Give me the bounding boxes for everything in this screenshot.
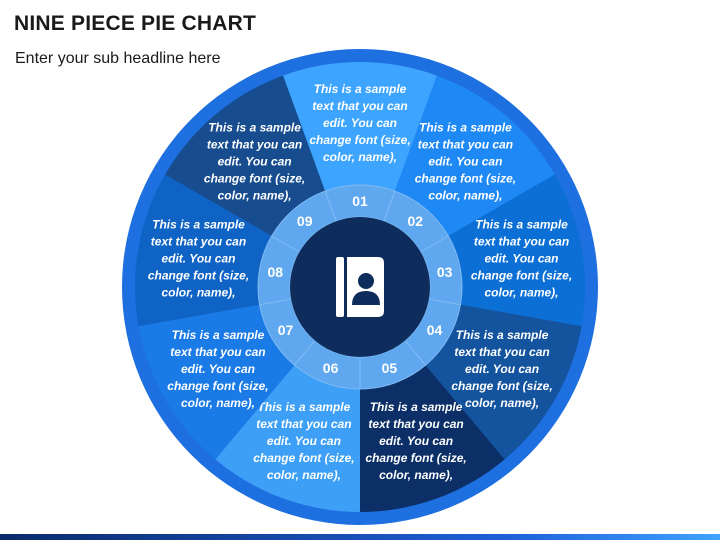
segment-text-03: This is a sample text that you can edit. Y… bbox=[471, 218, 572, 300]
segment-text-01: This is a sample text that you can edit. Y… bbox=[309, 82, 410, 164]
segment-text-line: change font (size, bbox=[204, 171, 305, 185]
segment-text-line: edit. You can bbox=[267, 434, 341, 448]
segment-text-line: text that you can bbox=[368, 417, 463, 431]
segment-text-line: This is a sample bbox=[258, 400, 351, 414]
segment-number-02: 02 bbox=[407, 213, 423, 229]
segment-text-line: This is a sample bbox=[208, 120, 301, 134]
segment-text-line: color, name), bbox=[379, 468, 453, 482]
segment-text-09: This is a sample text that you can edit. Y… bbox=[204, 120, 305, 202]
segment-text-line: edit. You can bbox=[379, 434, 453, 448]
segment-text-line: text that you can bbox=[170, 345, 265, 359]
page-title: NINE PIECE PIE CHART bbox=[14, 12, 257, 35]
segment-text-line: change font (size, bbox=[309, 133, 410, 147]
segment-text-line: color, name), bbox=[161, 286, 235, 300]
segment-04 bbox=[424, 304, 582, 460]
segment-05 bbox=[360, 363, 505, 512]
segment-text-line: text that you can bbox=[256, 417, 351, 431]
segment-text-02: This is a sample text that you can edit. Y… bbox=[415, 120, 516, 202]
contact-book-icon bbox=[336, 257, 384, 317]
segment-number-01: 01 bbox=[352, 193, 368, 209]
segment-text-line: color, name), bbox=[323, 150, 397, 164]
segment-text-line: edit. You can bbox=[465, 362, 539, 376]
segment-number-05: 05 bbox=[382, 360, 398, 376]
segment-number-03: 03 bbox=[437, 264, 453, 280]
segment-number-09: 09 bbox=[297, 213, 313, 229]
segment-text-line: color, name), bbox=[267, 468, 341, 482]
segment-text-line: change font (size, bbox=[451, 379, 552, 393]
segment-text-04: This is a sample text that you can edit. Y… bbox=[451, 328, 552, 410]
segment-number-04: 04 bbox=[427, 322, 443, 338]
page-subtitle: Enter your sub headline here bbox=[15, 50, 221, 67]
segment-text-line: change font (size, bbox=[415, 171, 516, 185]
segment-text-line: edit. You can bbox=[485, 252, 559, 266]
segment-number-07: 07 bbox=[278, 322, 294, 338]
segment-text-line: edit. You can bbox=[161, 252, 235, 266]
segment-text-line: This is a sample bbox=[419, 120, 512, 134]
segment-text-line: This is a sample bbox=[475, 218, 568, 232]
segment-text-08: This is a sample text that you can edit. Y… bbox=[148, 218, 249, 300]
segment-text-07: This is a sample text that you can edit. Y… bbox=[167, 328, 268, 410]
segment-text-line: edit. You can bbox=[218, 154, 292, 168]
segment-text-line: This is a sample bbox=[456, 328, 549, 342]
segment-text-05: This is a sample text that you can edit. Y… bbox=[365, 400, 466, 482]
segment-text-line: color, name), bbox=[218, 188, 292, 202]
segment-02 bbox=[394, 75, 555, 238]
segment-text-06: This is a sample text that you can edit. Y… bbox=[253, 400, 354, 482]
segment-text-line: text that you can bbox=[474, 235, 569, 249]
segment-08 bbox=[135, 174, 274, 327]
inner-ring-group: 01 02 03 04 05 06 07 08 09 bbox=[257, 184, 463, 390]
segment-text-line: edit. You can bbox=[181, 362, 255, 376]
segment-03 bbox=[446, 174, 585, 327]
segment-text-line: color, name), bbox=[181, 396, 255, 410]
segment-text-line: change font (size, bbox=[148, 269, 249, 283]
segment-text-line: edit. You can bbox=[323, 116, 397, 130]
segment-text-line: text that you can bbox=[151, 235, 246, 249]
segment-text-line: text that you can bbox=[207, 137, 302, 151]
segment-06 bbox=[215, 363, 360, 512]
segment-text-line: text that you can bbox=[418, 137, 513, 151]
segment-text-line: change font (size, bbox=[167, 379, 268, 393]
segment-text-line: change font (size, bbox=[471, 269, 572, 283]
segment-01 bbox=[283, 62, 437, 194]
segment-07 bbox=[138, 304, 296, 460]
segment-number-08: 08 bbox=[268, 264, 284, 280]
segment-text-line: edit. You can bbox=[428, 154, 502, 168]
segment-text-line: This is a sample bbox=[370, 400, 463, 414]
segment-09 bbox=[165, 75, 326, 238]
segment-text-line: text that you can bbox=[312, 99, 407, 113]
segment-number-06: 06 bbox=[323, 360, 339, 376]
segments-group: This is a sample text that you can edit. Y… bbox=[135, 62, 585, 512]
segment-text-line: color, name), bbox=[484, 286, 558, 300]
segment-text-line: change font (size, bbox=[365, 451, 466, 465]
segment-text-line: color, name), bbox=[428, 188, 502, 202]
segment-text-line: change font (size, bbox=[253, 451, 354, 465]
segment-text-line: color, name), bbox=[465, 396, 539, 410]
segment-text-line: This is a sample bbox=[172, 328, 265, 342]
bottom-accent-bar bbox=[0, 534, 720, 540]
segment-text-line: This is a sample bbox=[152, 218, 245, 232]
segment-text-line: text that you can bbox=[454, 345, 549, 359]
segment-text-line: This is a sample bbox=[314, 82, 407, 96]
